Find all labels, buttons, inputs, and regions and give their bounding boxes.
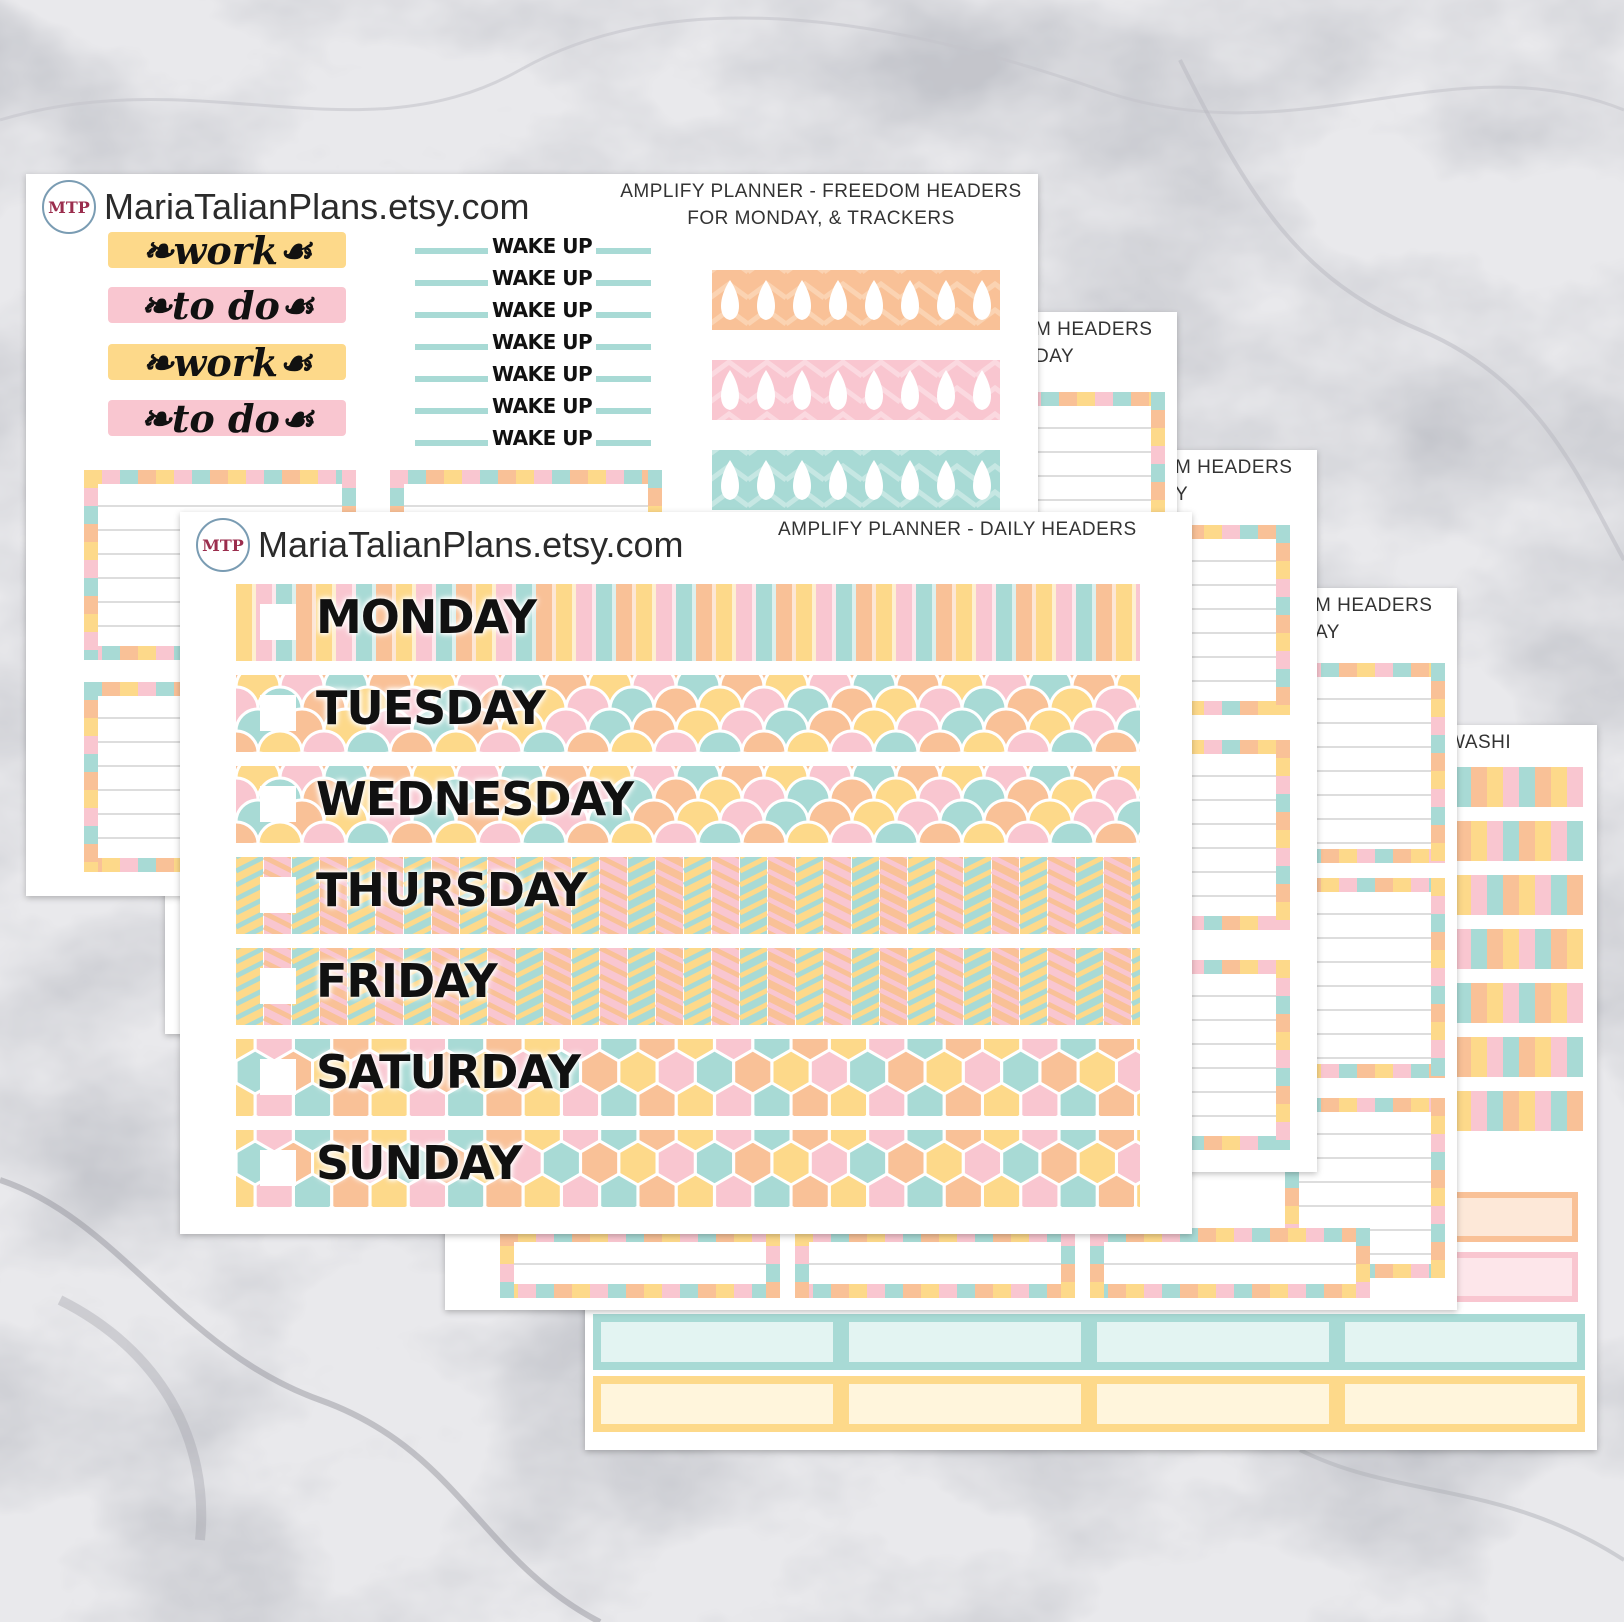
water-tracker-strip: [712, 270, 1000, 330]
water-drop-icon: [757, 280, 775, 320]
checkbox-square: [260, 695, 296, 731]
water-drop-icon: [757, 460, 775, 500]
water-drop-icon: [901, 280, 919, 320]
water-drop-icon: [973, 280, 991, 320]
day-label: TUESDAY: [316, 681, 546, 735]
water-drop-icon: [937, 280, 955, 320]
water-drop-icon: [757, 370, 775, 410]
wake-up-label: WAKE UP: [488, 234, 597, 258]
day-label: WEDNESDAY: [316, 772, 634, 826]
day-header-tuesday: TUESDAY: [236, 675, 1140, 752]
water-drop-icon: [973, 370, 991, 410]
wake-up-label: WAKE UP: [488, 330, 597, 354]
brand: MTP MariaTalianPlans.etsy.com: [196, 518, 684, 572]
water-drop-icon: [937, 460, 955, 500]
day-label: MONDAY: [316, 590, 537, 644]
bottom-label-boxes: [593, 1314, 1585, 1432]
header-label: ❧work☙: [108, 340, 346, 385]
water-drop-icon: [829, 460, 847, 500]
sheet-title: M HEADERS AY: [1315, 595, 1433, 643]
water-drop-icon: [973, 460, 991, 500]
day-header-monday: MONDAY: [236, 584, 1140, 661]
water-drop-icon: [901, 370, 919, 410]
day-label: FRIDAY: [316, 954, 498, 1008]
day-header-friday: FRIDAY: [236, 948, 1140, 1025]
washi-strips: [593, 767, 1585, 1432]
day-header-wednesday: WEDNESDAY: [236, 766, 1140, 843]
tracker-frame: [1090, 1228, 1370, 1298]
header-label: ❧to do☙: [108, 396, 346, 441]
brand-url: MariaTalianPlans.etsy.com: [104, 186, 530, 227]
header-label: ❧work☙: [108, 228, 346, 273]
water-drop-icon: [793, 460, 811, 500]
day-header-saturday: SATURDAY: [236, 1039, 1140, 1116]
checkbox-square: [260, 968, 296, 1004]
water-drop-icon: [793, 280, 811, 320]
sticker-sheet-daily-headers: MTP MariaTalianPlans.etsy.com AMPLIFY PL…: [180, 512, 1192, 1234]
checkbox-square: [260, 1150, 296, 1186]
wake-up-label: WAKE UP: [488, 426, 597, 450]
brand-url: MariaTalianPlans.etsy.com: [258, 524, 684, 565]
sheet-title: M HEADERS Y: [1175, 457, 1293, 505]
checkbox-square: [260, 604, 296, 640]
tracker-frames: [500, 663, 1445, 1298]
wake-up-label: WAKE UP: [488, 362, 597, 386]
washi-strip: [1423, 821, 1583, 861]
water-tracker-strip: [712, 450, 1000, 510]
header-label: ❧to do☙: [108, 283, 346, 328]
day-label: SUNDAY: [316, 1136, 523, 1190]
water-drop-icon: [793, 370, 811, 410]
wake-up-label: WAKE UP: [488, 266, 597, 290]
tracker-frame: [1285, 878, 1445, 1078]
tracker-frame: [795, 1228, 1075, 1298]
mtp-logo: MTP: [196, 518, 250, 572]
day-label: THURSDAY: [316, 863, 587, 917]
checkbox-square: [260, 877, 296, 913]
water-drop-icon: [937, 370, 955, 410]
water-drop-icon: [901, 460, 919, 500]
water-drop-icon: [829, 280, 847, 320]
sheet-title: AMPLIFY PLANNER - FREEDOM HEADERS FOR MO…: [620, 181, 1022, 229]
sheet-title: M HEADERS DAY: [1035, 319, 1153, 367]
water-drop-icon: [865, 370, 883, 410]
day-header-sunday: SUNDAY: [236, 1130, 1140, 1207]
day-label: SATURDAY: [316, 1045, 581, 1099]
water-drop-icon: [721, 460, 739, 500]
checkbox-square: [260, 786, 296, 822]
wake-up-label: WAKE UP: [488, 298, 597, 322]
wake-up-label: WAKE UP: [488, 394, 597, 418]
water-drop-icon: [865, 280, 883, 320]
water-drop-icon: [721, 370, 739, 410]
water-drop-icon: [721, 280, 739, 320]
water-drop-icon: [829, 370, 847, 410]
sheet-title: AMPLIFY PLANNER - DAILY HEADERS: [778, 519, 1137, 540]
brand: MTP MariaTalianPlans.etsy.com: [42, 180, 530, 234]
tracker-frame: [500, 1228, 780, 1298]
water-drop-icon: [865, 460, 883, 500]
water-tracker-strip: [712, 360, 1000, 420]
day-header-thursday: THURSDAY: [236, 857, 1140, 934]
checkbox-square: [260, 1059, 296, 1095]
mtp-logo: MTP: [42, 180, 96, 234]
